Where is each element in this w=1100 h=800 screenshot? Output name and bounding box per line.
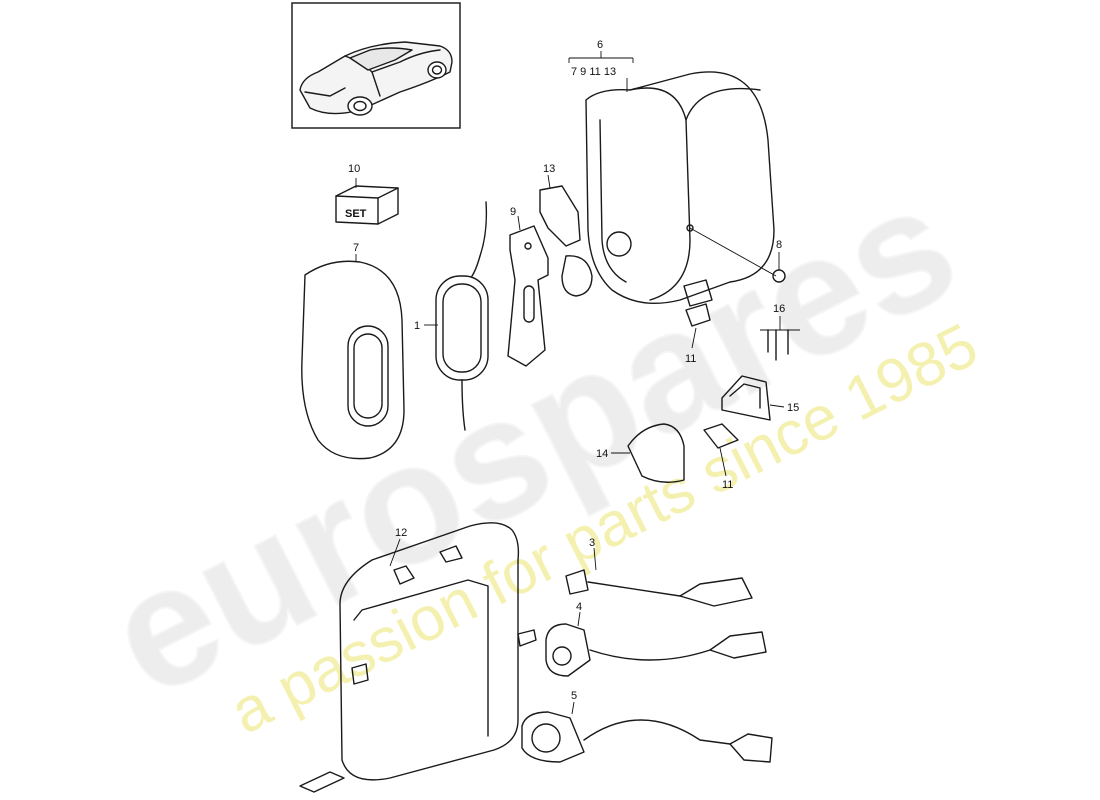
socket-holder	[539, 185, 593, 297]
leader-lines	[355, 51, 785, 715]
watermark: eurospares a passion for parts since 198…	[80, 147, 989, 748]
cable-holder	[507, 225, 549, 367]
callout-14: 14	[596, 448, 608, 460]
wall-plate	[301, 260, 405, 460]
bracket-upper	[685, 303, 711, 327]
callout-1: 1	[414, 320, 420, 332]
callout-5: 5	[571, 690, 577, 702]
callout-11-upper: 11	[685, 353, 696, 365]
callouts: 6 7 9 11 13 10 13 9 7 8 16 1 11 15 14 11…	[348, 39, 799, 702]
callout-10: 10	[348, 163, 360, 175]
end-cap	[627, 423, 685, 483]
bracket-lower	[703, 423, 739, 449]
callout-6: 6	[597, 39, 603, 51]
adapter-cable-household	[565, 569, 753, 607]
callout-15: 15	[787, 402, 799, 414]
cover-cap	[721, 375, 771, 421]
storage-bag	[299, 522, 537, 793]
callout-11-lower: 11	[722, 479, 733, 491]
callout-6-sub: 7 9 11 13	[571, 66, 616, 78]
callout-4: 4	[576, 601, 582, 613]
callout-9: 9	[510, 206, 516, 218]
charging-control-unit	[435, 201, 489, 431]
callout-7: 7	[353, 242, 359, 254]
vehicle-thumbnail	[291, 2, 461, 129]
wallbox-housing	[585, 71, 775, 307]
set-badge-text: SET	[345, 208, 367, 220]
callout-16: 16	[773, 303, 785, 315]
adapter-cable-cee	[545, 623, 767, 677]
callout-12: 12	[395, 527, 407, 539]
adapter-cable-type2	[521, 711, 773, 763]
callout-13: 13	[543, 163, 555, 175]
callout-3: 3	[589, 537, 595, 549]
callout-8: 8	[776, 239, 782, 251]
set-kit-box: SET	[335, 185, 399, 225]
car-image	[299, 41, 453, 116]
